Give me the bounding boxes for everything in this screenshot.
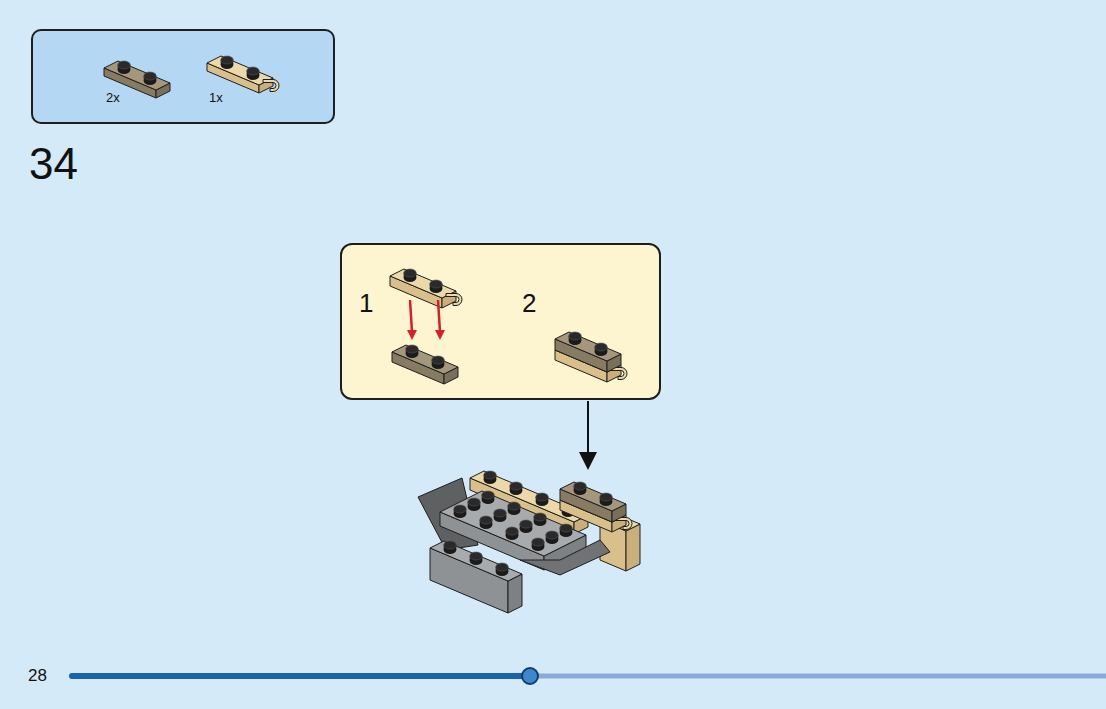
brick-top xyxy=(555,332,621,361)
stud-top xyxy=(470,552,483,560)
stud-top xyxy=(536,493,549,501)
brick-top xyxy=(430,541,522,581)
brick-top xyxy=(392,345,458,374)
fit-arrowhead xyxy=(435,330,445,340)
clip xyxy=(446,294,462,306)
brick xyxy=(555,332,621,372)
fit-arrow xyxy=(438,300,440,332)
stud-top xyxy=(221,56,234,64)
part-count: 1x xyxy=(209,91,223,104)
stud-top xyxy=(600,493,613,501)
stud-top xyxy=(506,527,519,535)
stud-top xyxy=(247,67,260,75)
brick-top xyxy=(560,482,626,511)
parts-list-box: 2x 1x xyxy=(31,29,335,124)
brick-side xyxy=(626,524,640,571)
page-number: 28 xyxy=(28,667,47,684)
stud-top xyxy=(468,498,481,506)
step-number: 34 xyxy=(29,142,78,186)
stud-top xyxy=(508,502,521,510)
brick xyxy=(392,345,458,384)
stud-top xyxy=(144,72,157,80)
stud-top xyxy=(430,280,443,288)
stud-top xyxy=(494,509,507,517)
stud-top xyxy=(546,531,559,539)
stud-top xyxy=(118,61,131,69)
stud-top xyxy=(496,563,509,571)
stud-top xyxy=(532,538,545,546)
stud-top xyxy=(482,491,495,499)
stud-top xyxy=(595,343,608,351)
sub-step-number: 2 xyxy=(522,290,536,316)
fit-arrowhead xyxy=(407,330,417,340)
progress-rest xyxy=(530,674,1106,679)
progress-marker xyxy=(522,668,538,684)
progress-done xyxy=(72,673,530,679)
stud-top xyxy=(534,513,547,521)
stud-top xyxy=(560,524,573,532)
stud-top xyxy=(484,471,497,479)
brick xyxy=(207,56,279,93)
stud-top xyxy=(444,541,457,549)
stud-top xyxy=(406,345,419,353)
callout-fill xyxy=(340,243,661,400)
sub-step-number: 1 xyxy=(359,290,373,316)
slope xyxy=(520,540,610,575)
stud-top xyxy=(432,356,445,364)
sub-step-callout: 12 xyxy=(340,243,661,400)
stud-top xyxy=(520,520,533,528)
stud-top xyxy=(480,516,493,524)
bricks xyxy=(104,56,640,613)
parts-panel-fill xyxy=(31,29,335,124)
assembly-arrow xyxy=(587,401,589,458)
brick-top xyxy=(104,61,170,90)
stud-top xyxy=(404,269,417,277)
stud-top xyxy=(569,332,582,340)
brick xyxy=(430,541,522,613)
stud-top xyxy=(574,482,587,490)
part-count: 2x xyxy=(106,91,120,104)
stud-top xyxy=(510,482,523,490)
assembly-arrowhead xyxy=(579,452,597,470)
clip xyxy=(263,80,279,92)
brick xyxy=(390,269,462,308)
fit-arrow xyxy=(410,300,412,332)
stud-top xyxy=(454,505,467,513)
brick xyxy=(560,482,626,522)
